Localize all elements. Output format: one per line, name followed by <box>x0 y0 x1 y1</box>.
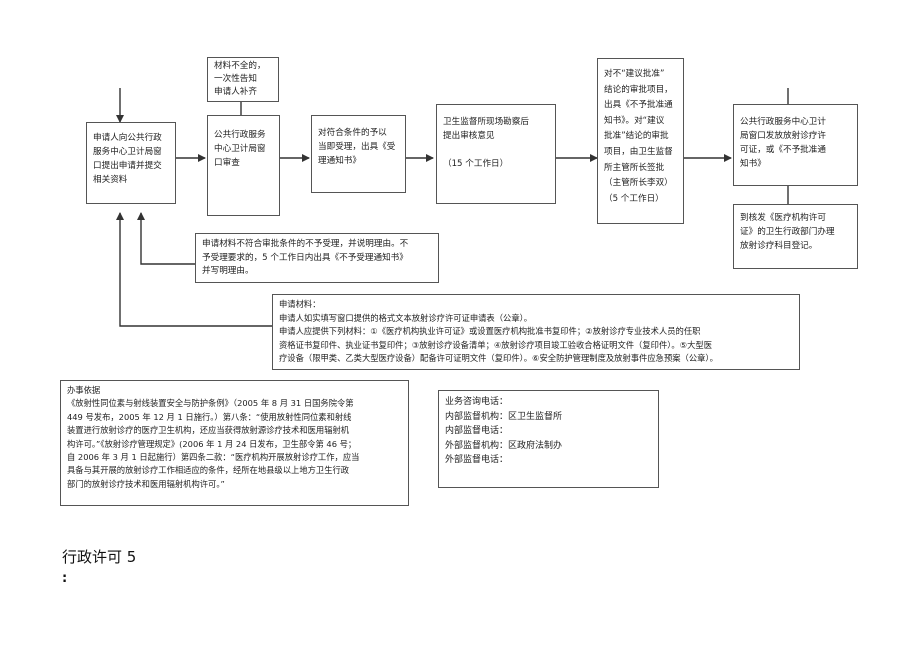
step-registration: 到核发《医疗机构许可 证》的卫生行政部门办理 放射诊疗科目登记。 <box>733 204 858 269</box>
footer-title: 行政许可 5 <box>62 548 137 566</box>
step-window-review: 公共行政服务 中心卫计局窗 口审查 <box>207 115 280 216</box>
incomplete-materials-note: 材料不全的， 一次性告知 申请人补齐 <box>207 57 279 102</box>
rejection-note: 申请材料不符合审批条件的不予受理，并说明理由。不 予受理要求的，5 个工作日内出… <box>195 233 439 283</box>
legal-basis: 办事依据 《放射性同位素与射线装置安全与防护条例》（2005 年 8 月 31 … <box>60 380 409 506</box>
arrow-rejection-back <box>137 212 195 265</box>
materials-note: 申请材料： 申请人如实填写窗口提供的格式文本放射诊疗许可证申请表（公章）。 申请… <box>272 294 800 370</box>
arrow-materials-back <box>116 212 272 327</box>
step-apply: 申请人向公共行政 服务中心卫计局窗 口提出申请并提交 相关资料 <box>86 122 176 204</box>
step-issue-license: 公共行政服务中心卫计 局窗口发放放射诊疗许 可证，或《不予批准通 知书》 <box>733 104 858 186</box>
step-approval: 对不“建议批准” 结论的审批项目， 出具《不予批准通 知书》。对“建议 批准”结… <box>597 58 684 224</box>
step-site-inspection: 卫生监督所现场勘察后 提出审核意见 （15 个工作日） <box>436 104 556 204</box>
footer-colon: : <box>62 571 68 586</box>
contact-info: 业务咨询电话： 内部监督机构：区卫生监督所 内部监督电话： 外部监督机构：区政府… <box>438 390 659 488</box>
step-accept: 对符合条件的予以 当即受理，出具《受 理通知书》 <box>311 115 406 193</box>
